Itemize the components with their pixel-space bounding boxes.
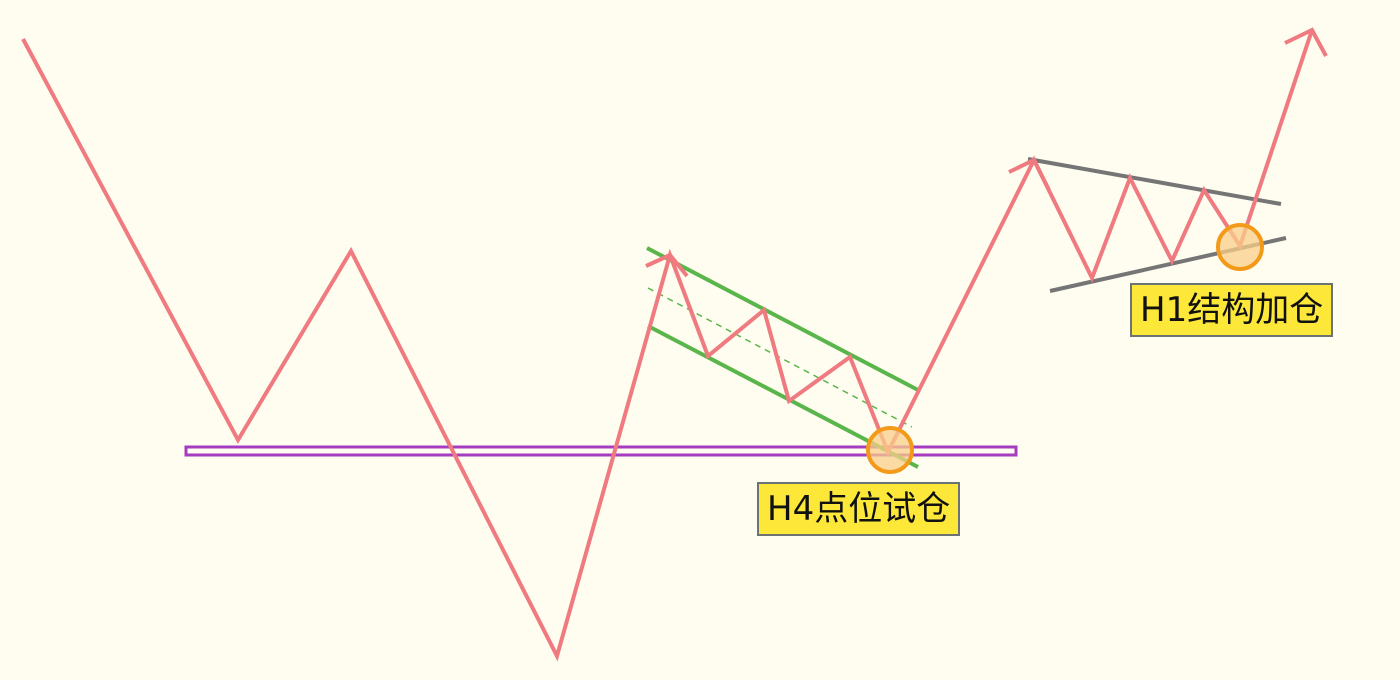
channel-upper-line [646,246,919,392]
arrowhead-final [1284,27,1328,57]
h1-entry-marker [1216,223,1264,271]
support-zone [184,445,1018,457]
arrowhead-channel-top [645,252,689,278]
arrowhead-triangle-top [1008,157,1051,191]
h1-add-position-label: H1结构加仓 [1130,283,1334,337]
h4-entry-marker [866,426,914,474]
price-path [21,29,1314,662]
h4-entry-label: H4点位试仓 [757,482,961,536]
triangle-upper-line [1027,157,1282,206]
channel-mid-line [647,287,913,428]
